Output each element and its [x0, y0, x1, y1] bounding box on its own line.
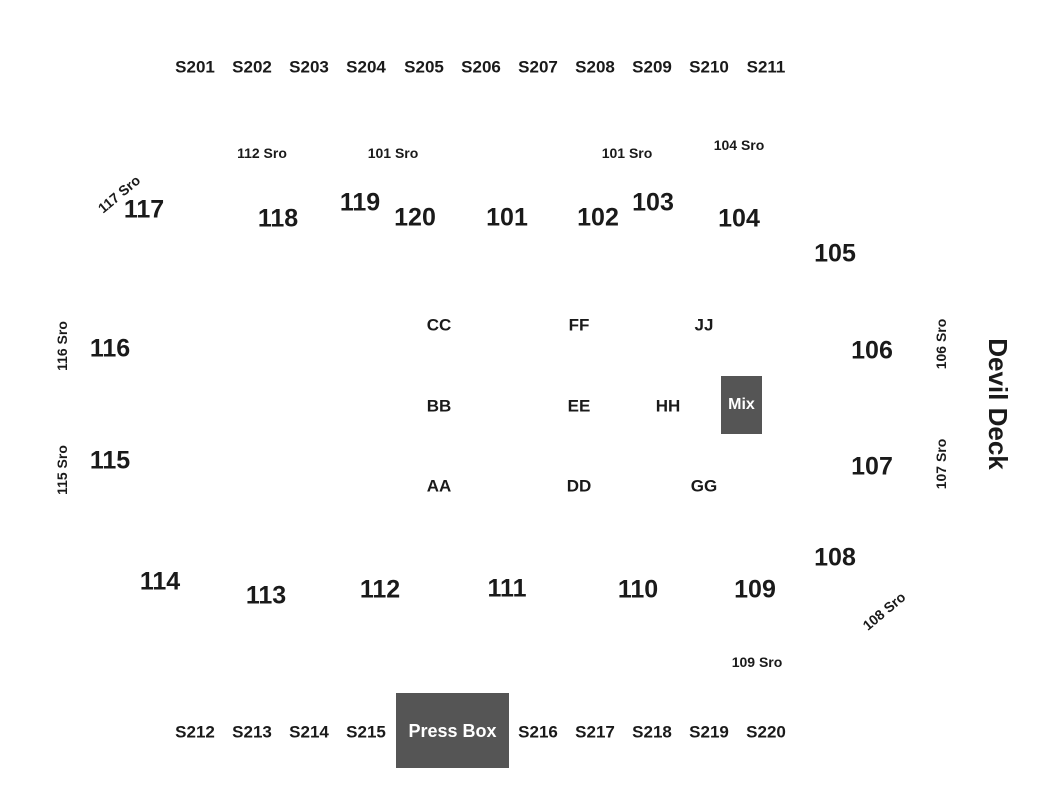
section-103[interactable]: 103: [632, 188, 674, 217]
floor-bb[interactable]: BB: [426, 396, 452, 416]
floor-cc[interactable]: CC: [426, 315, 452, 335]
suite-s219[interactable]: S219: [689, 722, 729, 742]
floor-dd[interactable]: DD: [566, 476, 592, 496]
section-105[interactable]: 105: [814, 239, 856, 268]
suite-s216[interactable]: S216: [518, 722, 558, 742]
suite-s220[interactable]: S220: [746, 722, 786, 742]
suite-s214[interactable]: S214: [289, 722, 329, 742]
suite-s213[interactable]: S213: [232, 722, 272, 742]
sro-115[interactable]: 115 Sro: [54, 445, 70, 495]
section-117[interactable]: 117: [123, 195, 165, 224]
suite-s205[interactable]: S205: [404, 57, 444, 77]
mix-label: Mix: [728, 396, 755, 413]
sro-101-left[interactable]: 101 Sro: [367, 145, 419, 161]
suite-s203[interactable]: S203: [289, 57, 329, 77]
sro-106[interactable]: 106 Sro: [933, 318, 949, 370]
section-113[interactable]: 113: [245, 581, 287, 610]
suite-s207[interactable]: S207: [518, 57, 558, 77]
sro-104[interactable]: 104 Sro: [713, 137, 765, 153]
floor-jj[interactable]: JJ: [694, 315, 714, 335]
suite-s211[interactable]: S211: [746, 57, 786, 77]
sro-108[interactable]: 108 Sro: [859, 588, 909, 634]
section-114[interactable]: 114: [139, 567, 181, 596]
press-box-label: Press Box: [408, 720, 497, 741]
devil-deck-label[interactable]: Devil Deck: [983, 338, 1013, 470]
suite-s210[interactable]: S210: [689, 57, 729, 77]
section-120[interactable]: 120: [394, 203, 436, 232]
mix-position: Mix: [721, 376, 762, 434]
press-box: Press Box: [396, 693, 509, 768]
suite-s204[interactable]: S204: [346, 57, 386, 77]
section-108[interactable]: 108: [814, 543, 856, 572]
section-104[interactable]: 104: [718, 204, 760, 233]
suite-s206[interactable]: S206: [461, 57, 501, 77]
section-102[interactable]: 102: [577, 203, 619, 232]
section-110[interactable]: 110: [617, 575, 659, 604]
floor-ee[interactable]: EE: [567, 396, 591, 416]
section-119[interactable]: 119: [339, 188, 381, 217]
sro-116[interactable]: 116 Sro: [54, 321, 70, 371]
suite-s202[interactable]: S202: [232, 57, 272, 77]
suite-s218[interactable]: S218: [632, 722, 672, 742]
suite-s209[interactable]: S209: [632, 57, 672, 77]
suite-s215[interactable]: S215: [346, 722, 386, 742]
sro-101-right[interactable]: 101 Sro: [601, 145, 653, 161]
sro-112[interactable]: 112 Sro: [237, 145, 287, 161]
section-107[interactable]: 107: [851, 452, 893, 481]
section-109[interactable]: 109: [734, 575, 776, 604]
section-106[interactable]: 106: [851, 336, 893, 365]
suite-s217[interactable]: S217: [575, 722, 615, 742]
sro-107[interactable]: 107 Sro: [933, 438, 949, 490]
suite-s212[interactable]: S212: [175, 722, 215, 742]
section-115[interactable]: 115: [89, 446, 131, 475]
section-116[interactable]: 116: [89, 334, 131, 363]
floor-ff[interactable]: FF: [568, 315, 590, 335]
section-111[interactable]: 111: [487, 574, 527, 603]
floor-aa[interactable]: AA: [426, 476, 452, 496]
sro-109[interactable]: 109 Sro: [731, 654, 783, 670]
section-112[interactable]: 112: [359, 575, 401, 604]
section-118[interactable]: 118: [257, 204, 299, 233]
floor-gg[interactable]: GG: [690, 476, 718, 496]
suite-s208[interactable]: S208: [575, 57, 615, 77]
floor-hh[interactable]: HH: [655, 396, 681, 416]
section-101[interactable]: 101: [486, 203, 528, 232]
suite-s201[interactable]: S201: [175, 57, 215, 77]
